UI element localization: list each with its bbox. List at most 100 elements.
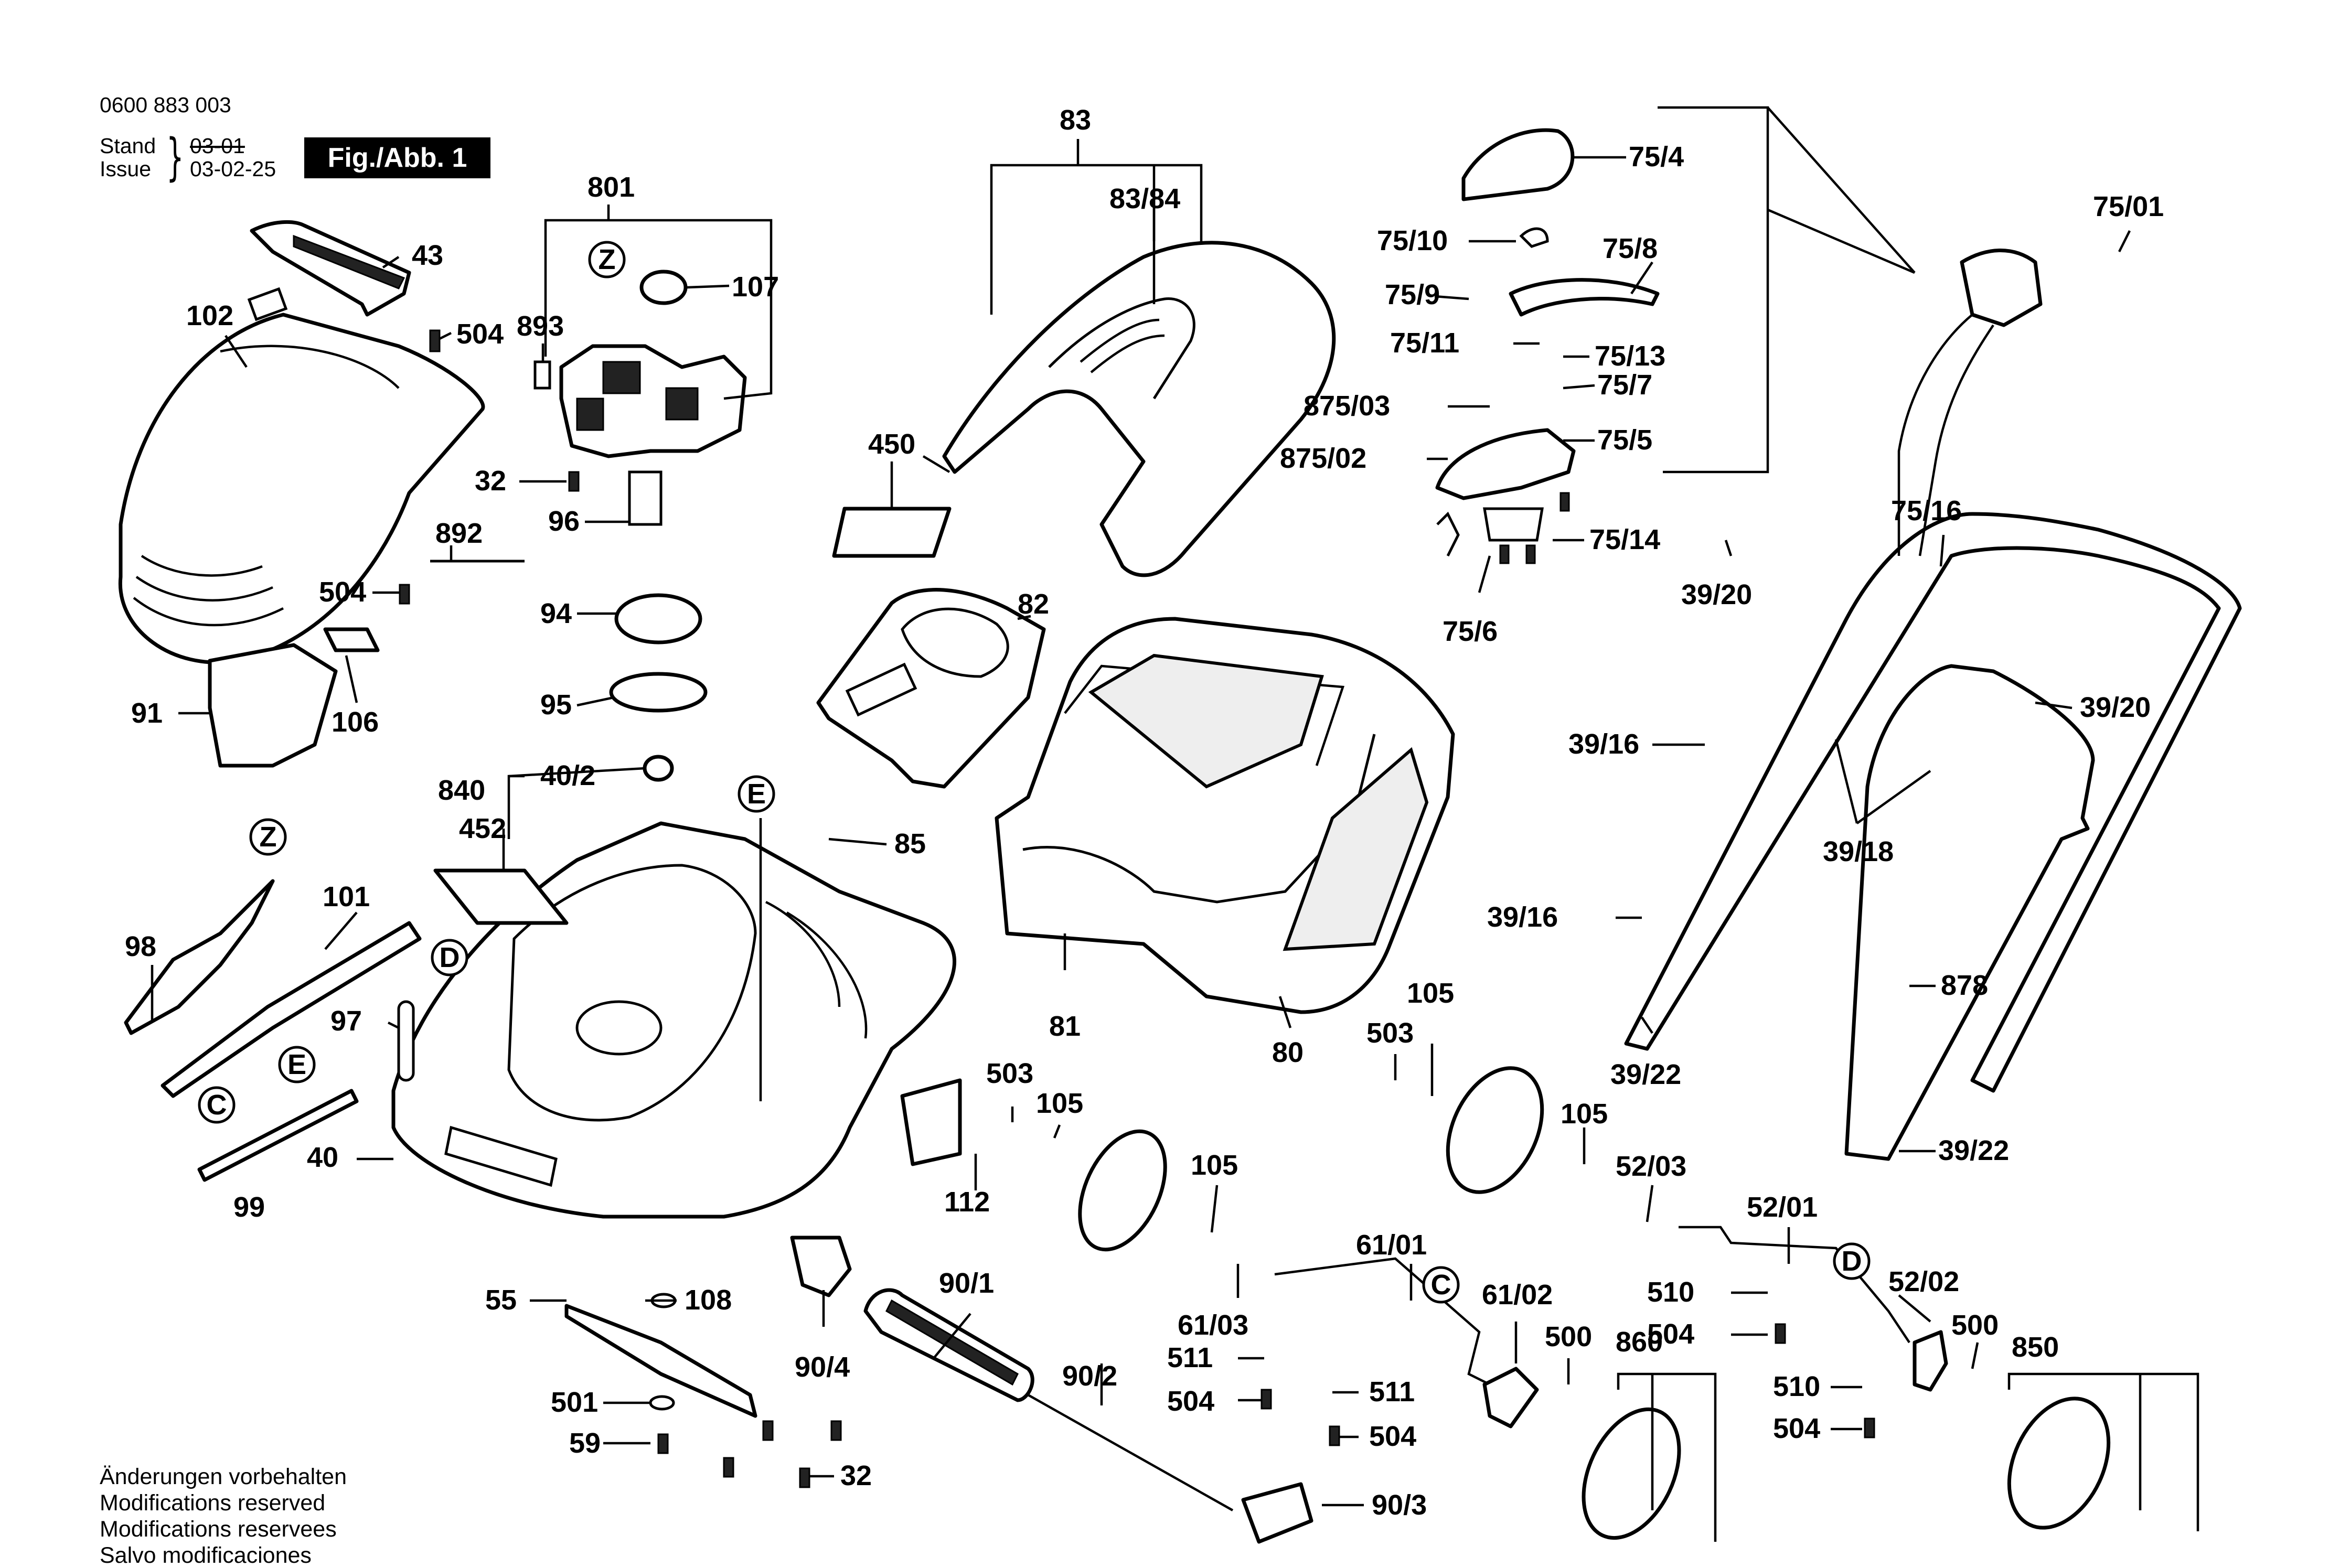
footer-line-fr: Modifications reservees: [100, 1517, 337, 1542]
callout-label: D: [1842, 1245, 1862, 1277]
part-label: 61/02: [1482, 1279, 1553, 1311]
part-label: 75/4: [1629, 141, 1684, 173]
part-label: 61/03: [1178, 1309, 1248, 1341]
part-label: 878: [1941, 970, 1988, 1001]
part-label: 105: [1036, 1088, 1083, 1119]
part-label: 504: [1167, 1386, 1214, 1417]
part-label: 504: [319, 576, 366, 608]
issue-label: Issue: [100, 157, 151, 181]
part-label: 75/8: [1603, 233, 1658, 264]
figure-badge: Fig./Abb. 1: [304, 137, 490, 178]
part-label: 98: [125, 931, 156, 962]
roller-end-90-3: [1241, 1482, 1313, 1544]
callout-label: C: [1431, 1269, 1451, 1301]
callout-c-axle: [1422, 1266, 1460, 1304]
part-label: 81: [1049, 1011, 1081, 1042]
spring-99: [197, 1089, 359, 1182]
part-label: 102: [186, 300, 233, 331]
callout-z-top: [588, 241, 626, 278]
motor-cover: [118, 287, 485, 664]
part-label: 510: [1773, 1371, 1820, 1402]
part-label: 39/22: [1610, 1059, 1681, 1090]
part-label: 875/03: [1304, 390, 1390, 422]
wheel-rear-850: [2007, 1397, 2111, 1530]
axle-52-01: [1679, 1226, 1910, 1344]
part-label: 75/6: [1443, 616, 1498, 647]
part-label: 112: [944, 1186, 990, 1218]
part-label: 59: [569, 1427, 601, 1459]
label-sticker-450: [832, 507, 952, 558]
cap-107: [639, 270, 688, 305]
part-label: 83: [1060, 104, 1091, 136]
issue-date: 03-02-25: [190, 157, 276, 181]
callout-label: C: [207, 1089, 227, 1121]
part-label: 893: [517, 310, 564, 342]
housing-91: [208, 643, 338, 768]
part-label: 40/2: [540, 760, 595, 791]
callout-d-left: [431, 939, 468, 976]
part-75-10: [1519, 227, 1549, 248]
part-labels: 83 83/84 801 43 102 893 107 504 32 96 89…: [125, 104, 2164, 1521]
clamp-75-14: [1483, 507, 1544, 542]
part-label: 39/22: [1938, 1135, 2009, 1166]
part-label: 106: [332, 706, 379, 738]
part-label: 107: [732, 271, 779, 303]
part-label: 80: [1272, 1037, 1304, 1068]
callout-label: D: [440, 942, 460, 973]
part-label: 52/01: [1747, 1191, 1818, 1223]
part-label: 450: [868, 428, 915, 460]
part-label: 75/9: [1385, 279, 1440, 310]
part-label: 860: [1616, 1326, 1663, 1358]
part-label: 61/01: [1356, 1229, 1427, 1261]
label-sticker-452: [433, 868, 569, 925]
part-label: 43: [412, 240, 443, 271]
brace-glyph: }: [166, 128, 184, 187]
cover-98: [124, 879, 275, 1035]
part-label: 40: [307, 1142, 338, 1173]
part-label: 504: [1773, 1413, 1820, 1444]
cable-875-02: [1436, 511, 1460, 557]
part-label: 55: [485, 1284, 517, 1316]
callout-label: E: [287, 1049, 306, 1080]
stand-label: Stand: [100, 134, 156, 158]
callout-e-deck: [738, 775, 775, 813]
part-label: 511: [1167, 1342, 1213, 1373]
part-label: 500: [1951, 1309, 1999, 1341]
part-label: 850: [2012, 1331, 2059, 1363]
sleeve-893: [533, 360, 551, 390]
height-adjuster-61-02: [1482, 1367, 1539, 1429]
part-label: 83/84: [1109, 183, 1180, 214]
part-label: 39/16: [1487, 901, 1558, 933]
part-label: 95: [540, 689, 572, 721]
part-label: 90/2: [1062, 1360, 1117, 1392]
carry-handle: [250, 220, 411, 317]
callout-label: Z: [599, 244, 616, 275]
part-label: 503: [1366, 1017, 1414, 1049]
axle-90-2: [1027, 1394, 1234, 1511]
part-label: 99: [233, 1191, 265, 1223]
part-label: 75/10: [1377, 225, 1448, 256]
part-label: 511: [1369, 1376, 1415, 1408]
callout-label: Z: [260, 821, 277, 853]
part-label: 32: [475, 465, 506, 497]
part-label: 504: [1369, 1421, 1416, 1452]
part-label: 97: [330, 1005, 362, 1037]
part-label: 105: [1561, 1098, 1608, 1130]
screws: [399, 329, 1875, 1488]
spring-97: [397, 1000, 415, 1082]
part-label: 82: [1018, 588, 1049, 620]
callout-circles: Z E D C E Z C D: [198, 241, 1871, 1304]
part-label: 52/02: [1888, 1266, 1959, 1297]
grass-box: [995, 617, 1455, 1014]
part-label: 75/01: [2093, 191, 2164, 222]
part-label: 39/16: [1568, 728, 1639, 760]
part-label: 501: [551, 1387, 598, 1418]
upper-handle: [1624, 249, 2242, 1093]
callout-c-left: [198, 1086, 236, 1124]
height-adjuster-52-02: [1913, 1330, 1948, 1392]
part-label: 75/11: [1390, 327, 1459, 359]
part-label: 39/20: [1681, 579, 1752, 610]
part-label: 875/02: [1280, 443, 1366, 474]
part-label: 90/4: [795, 1351, 850, 1383]
pulley-94: [614, 593, 702, 645]
